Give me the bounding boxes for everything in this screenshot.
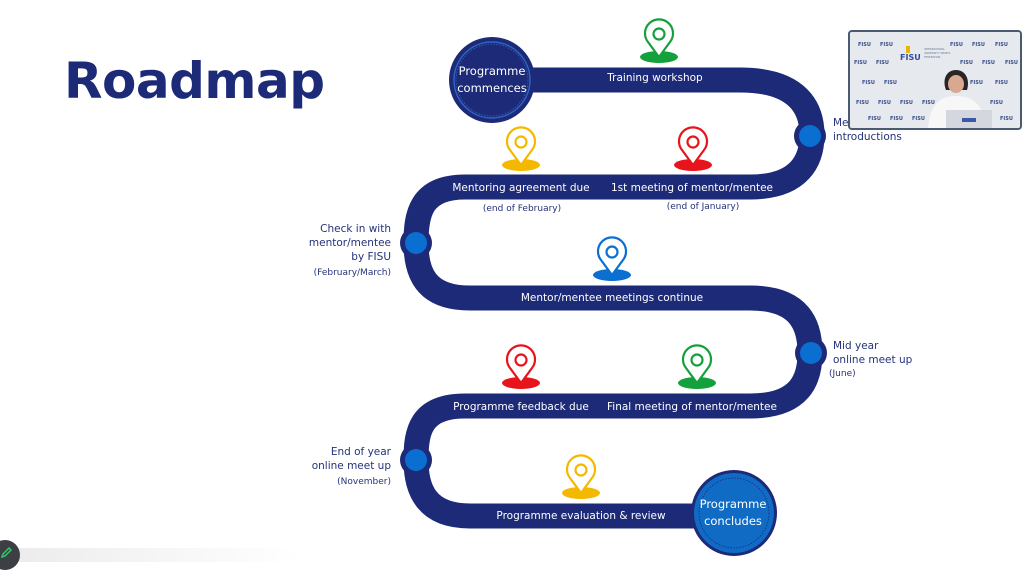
fisu-backdrop-logos: FISU FISU FISU FISU FISU FISU FISU FISU FISU FIS… [854,42,1018,122]
start-label-line2: commences [457,81,527,95]
introductions-line2: introductions [833,131,902,143]
label-first-meeting-date: (end of January) [666,202,740,212]
svg-text:FISU: FISU [862,80,875,86]
meetings-continue-pin-icon [593,236,631,281]
svg-text:FISU: FISU [1005,60,1018,66]
checkin-line3: by FISU [351,251,391,263]
svg-text:FISU: FISU [858,42,871,48]
svg-text:FISU: FISU [876,60,889,66]
evaluation-pin-icon [562,454,600,499]
svg-text:FISU: FISU [1000,116,1013,122]
label-mentoring-agreement-date: (end of February) [482,204,562,214]
svg-text:FISU: FISU [878,100,891,106]
agreement-pin-icon [502,126,540,171]
presenter-webcam[interactable]: FISU FISU FISU FISU FISU FISU FISU FISU FISU FIS… [848,30,1022,130]
label-training-workshop: Training workshop [607,72,703,84]
label-meetings-continue: Mentor/mentee meetings continue [520,292,704,304]
svg-text:FEDERATION: FEDERATION [924,55,940,59]
slide-title: Roadmap [64,52,325,110]
milestone-nodes [400,120,827,476]
label-mentoring-agreement: Mentoring agreement due [452,182,590,194]
svg-text:FISU: FISU [854,60,867,66]
endyear-line1: End of year [330,446,391,458]
training-pin-icon [640,18,678,63]
introductions-line1: Me [833,117,849,129]
end-label-line1: Programme [699,497,767,511]
svg-text:FISU: FISU [970,80,983,86]
end-label: Programme concludes [700,496,767,530]
webcam-feed: FISU FISU FISU FISU FISU FISU FISU FISU FISU FIS… [850,32,1020,128]
endyear-date: (November) [337,477,391,487]
start-label-line1: Programme [458,64,526,78]
start-label: Programme commences [457,63,527,97]
node-checkin [405,232,427,254]
start-circle [449,37,535,123]
label-endyear: End of year online meet up (November) [312,445,391,489]
svg-text:FISU: FISU [995,80,1008,86]
label-checkin: Check in with mentor/mentee by FISU (Feb… [309,222,391,280]
checkin-line2: mentor/mentee [308,237,391,249]
svg-text:FISU: FISU [900,100,913,106]
svg-text:FISU: FISU [884,80,897,86]
svg-text:FISU: FISU [960,60,973,66]
svg-text:FISU: FISU [990,100,1003,106]
svg-text:FISU: FISU [995,42,1008,48]
svg-text:FISU: FISU [868,116,881,122]
svg-text:FISU: FISU [922,100,935,106]
svg-text:INTERNATIONAL: INTERNATIONAL [924,47,945,51]
feedback-pin-icon [502,344,540,389]
node-endyear [405,449,427,471]
svg-text:FISU: FISU [890,116,903,122]
first-meeting-pin-icon [674,126,712,171]
fisu-main-logo: FISU [900,53,921,62]
svg-text:FISU: FISU [856,100,869,106]
svg-text:UNIVERSITY SPORTS: UNIVERSITY SPORTS [924,51,951,55]
node-introductions [799,125,821,147]
endyear-line2: online meet up [311,460,391,472]
svg-text:FISU: FISU [972,42,985,48]
checkin-date: (February/March) [313,268,391,278]
label-feedback-due: Programme feedback due [453,401,589,413]
node-midyear [800,342,822,364]
label-final-meeting: Final meeting of mentor/mentee [607,401,777,413]
presenter [928,70,992,128]
pencil-icon [0,546,13,559]
label-introductions: Me introductions [833,116,902,144]
end-circle [691,470,777,556]
label-evaluation-review: Programme evaluation & review [496,510,666,522]
bottom-toolbar-shade [0,548,300,562]
midyear-line1: Mid year [833,340,879,352]
label-midyear: Mid year online meet up (June) [829,339,913,381]
final-meeting-pin-icon [678,344,716,389]
midyear-line2: online meet up [833,354,913,366]
road-track [403,67,825,529]
svg-text:FISU: FISU [880,42,893,48]
checkin-line1: Check in with [320,223,391,235]
svg-text:FISU: FISU [912,116,925,122]
svg-text:FISU: FISU [950,42,963,48]
svg-text:FISU: FISU [982,60,995,66]
label-first-meeting: 1st meeting of mentor/mentee [610,182,774,194]
end-label-line2: concludes [704,514,762,528]
midyear-date: (June) [829,369,856,379]
